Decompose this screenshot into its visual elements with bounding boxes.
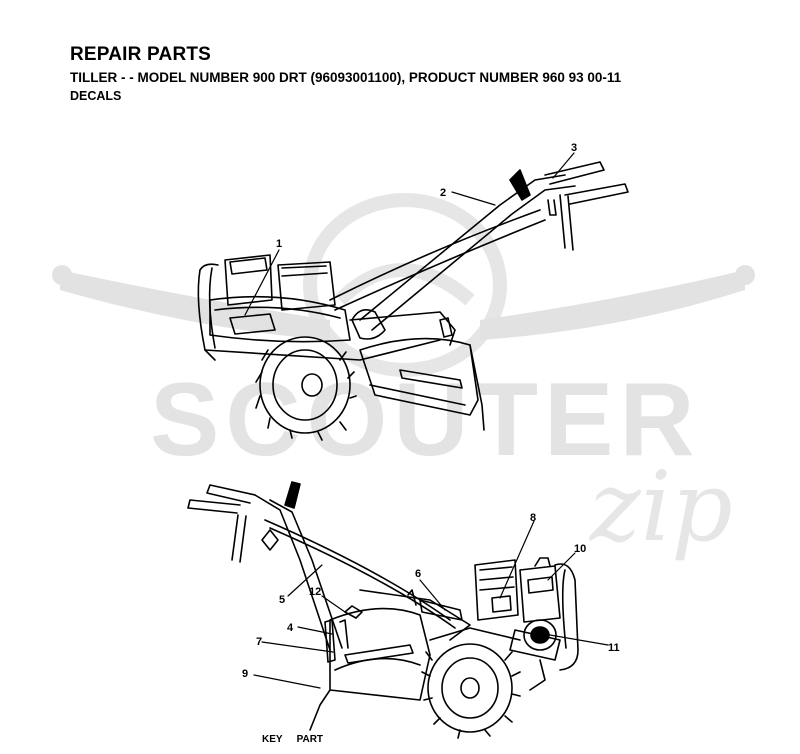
watermark-script: zip — [589, 451, 733, 563]
callout-leader-lines — [244, 152, 609, 689]
callout-1: 1 — [276, 238, 282, 250]
tiller-front-view-drawing — [197, 161, 629, 441]
callout-6: 6 — [415, 568, 421, 580]
callout-11: 11 — [608, 642, 620, 654]
key-column-label: KEY — [262, 734, 283, 745]
callout-8: 8 — [530, 512, 536, 524]
page-header: REPAIR PARTS TILLER - - MODEL NUMBER 900… — [70, 44, 621, 103]
callout-4: 4 — [287, 622, 294, 634]
page-subtitle: TILLER - - MODEL NUMBER 900 DRT (9609300… — [70, 70, 622, 85]
watermark-scooter-icon — [52, 265, 755, 340]
callout-5: 5 — [279, 594, 285, 606]
callout-2: 2 — [440, 187, 446, 199]
parts-table-header: KEY PART — [262, 734, 337, 745]
section-title: DECALS — [70, 89, 122, 103]
part-column-label: PART — [296, 734, 324, 745]
callout-9: 9 — [242, 668, 248, 680]
callout-3: 3 — [571, 142, 577, 154]
callout-7: 7 — [256, 636, 262, 648]
callout-12: 12 — [309, 586, 321, 598]
tiller-rear-view-drawing — [187, 481, 579, 739]
callout-10: 10 — [574, 543, 586, 555]
page-title: REPAIR PARTS — [70, 44, 212, 65]
